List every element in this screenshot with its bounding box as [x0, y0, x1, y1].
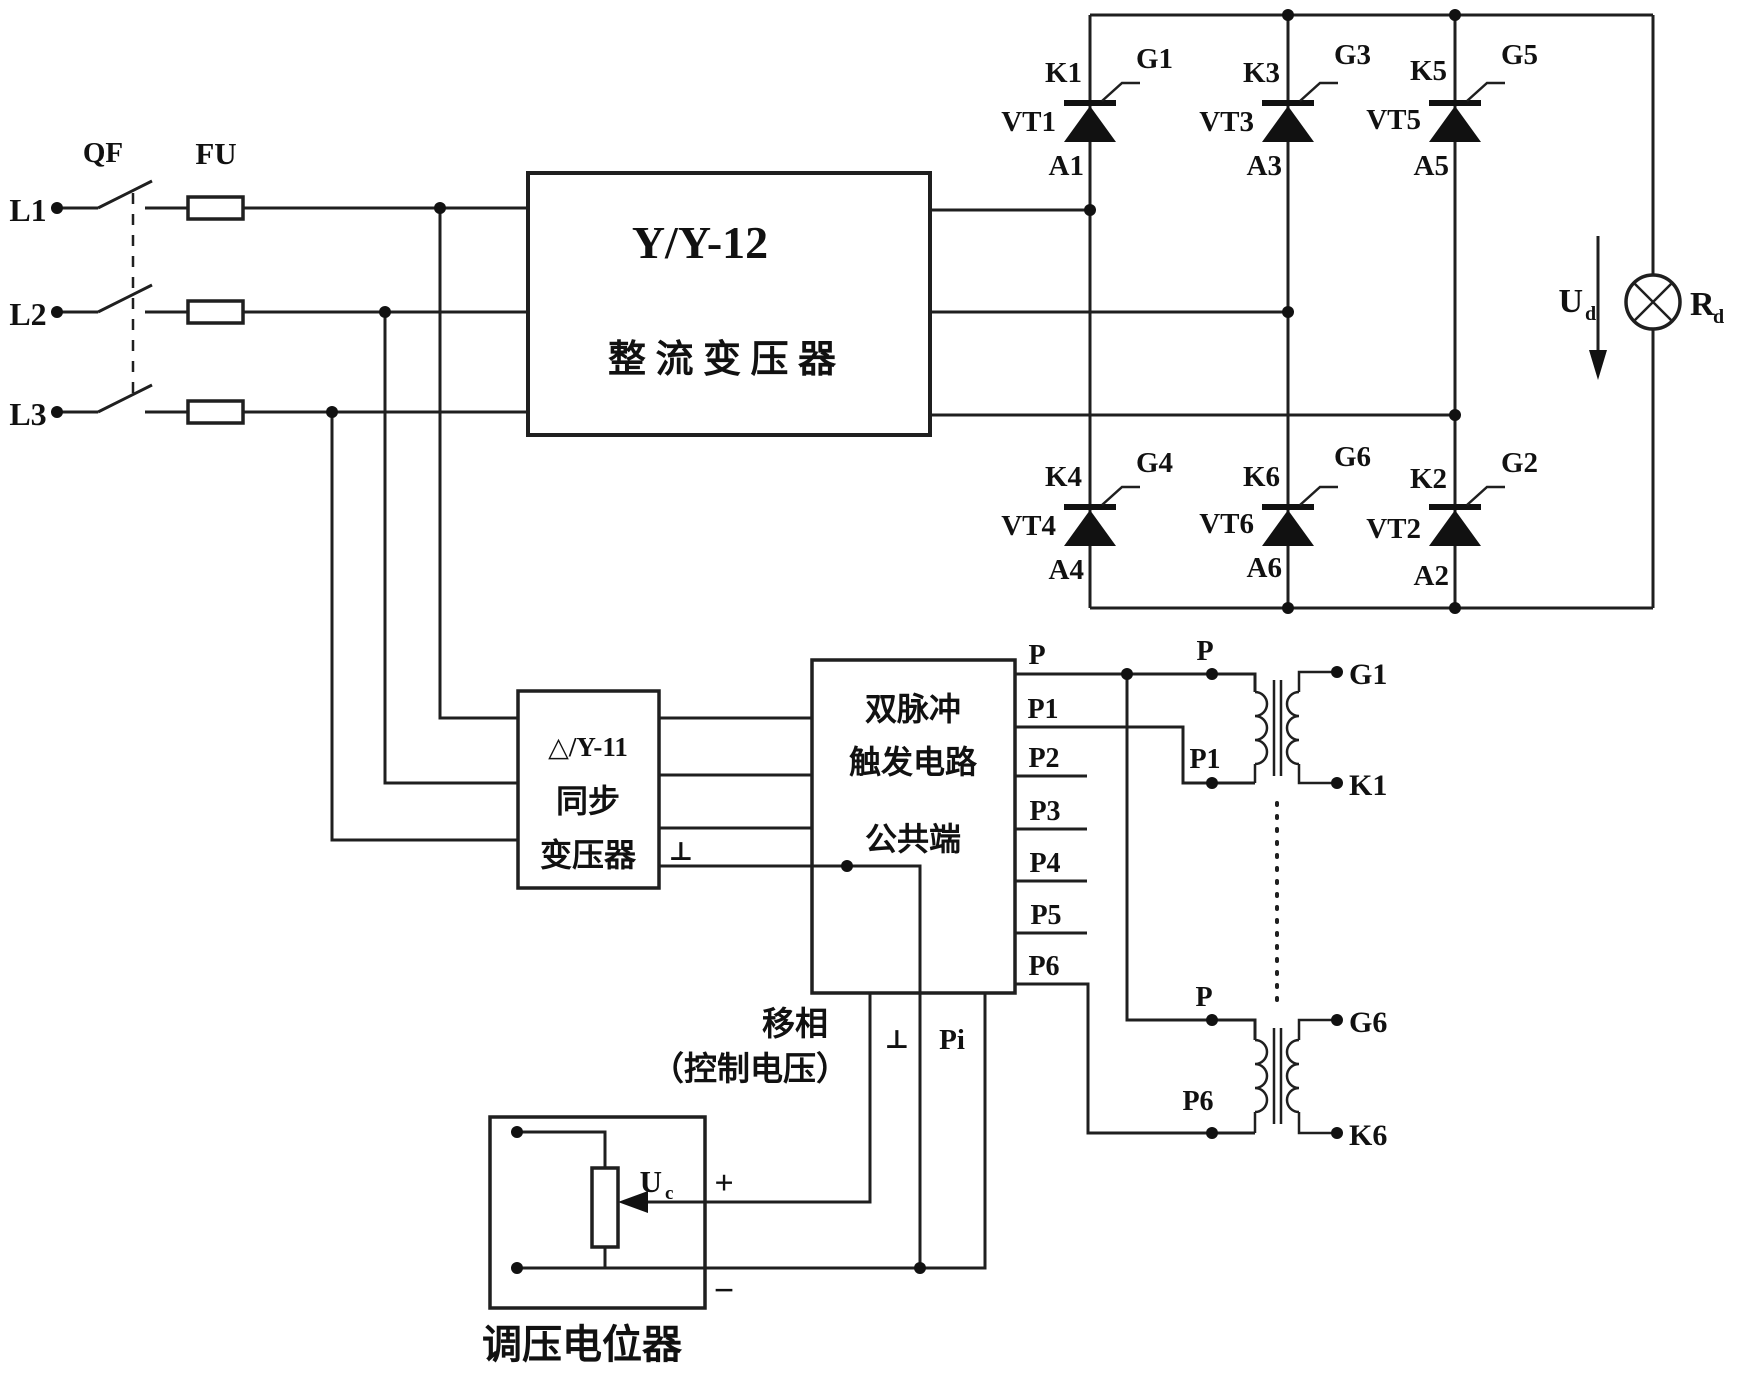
pi-label: Pi [939, 1024, 965, 1056]
vt3-k: K3 [1243, 57, 1280, 89]
phase-shift-line2: （控制电压） [651, 1051, 849, 1088]
vt3-name: VT3 [1199, 106, 1254, 138]
vt1-g: G1 [1136, 43, 1173, 75]
trigger-p5-label: P5 [1030, 900, 1061, 931]
pulse-transformer-1 [1253, 666, 1343, 789]
control-wiring [517, 668, 1257, 1274]
vt4-g: G4 [1136, 447, 1173, 479]
potentiometer [511, 1126, 620, 1274]
vt2-k: K2 [1410, 463, 1447, 495]
uc-label: U [640, 1164, 662, 1199]
vt2-name: VT2 [1366, 513, 1421, 545]
trigger-name1: 双脉冲 [865, 691, 961, 727]
breaker-label: QF [83, 137, 123, 169]
vt1-a: A1 [1049, 150, 1084, 182]
vt1-k: K1 [1045, 57, 1082, 89]
trigger-name2: 触发电路 [849, 744, 978, 780]
pt1-k1-label: K1 [1349, 769, 1387, 802]
uc-sub: c [665, 1183, 673, 1204]
pt1-p-label: P [1196, 636, 1213, 667]
plus-label: + [714, 1165, 733, 1202]
sync-transformer-box [516, 689, 661, 890]
rect-transformer-name: 整 流 变 压 器 [608, 339, 837, 381]
trigger-circuit-box [810, 658, 1017, 995]
sync-transformer-name1: 同步 [556, 783, 620, 819]
vt2-a: A2 [1414, 560, 1449, 592]
fuse-label: FU [195, 136, 236, 171]
breaker-blade-3 [97, 383, 153, 414]
trigger-p4-label: P4 [1029, 848, 1060, 879]
breaker-blade-1 [97, 179, 153, 210]
vt6-g: G6 [1334, 441, 1371, 473]
vt6-name: VT6 [1199, 508, 1254, 540]
vt6-a: A6 [1247, 552, 1282, 584]
wiper-arrow [618, 1191, 648, 1213]
minus-label: − [714, 1270, 735, 1310]
potentiometer-label: 调压电位器 [482, 1322, 683, 1367]
vt4-k: K4 [1045, 461, 1082, 493]
trigger-p3-label: P3 [1029, 796, 1060, 827]
common-wire [659, 864, 922, 1269]
sync-transformer-name2: 变压器 [540, 837, 637, 873]
mains-input [51, 179, 528, 842]
vt4-a: A4 [1049, 554, 1084, 586]
rect-transformer-code: Y/Y-12 [632, 217, 768, 268]
vt5-name: VT5 [1366, 104, 1421, 136]
l1-label: L1 [9, 192, 46, 228]
pt2-p-label: P [1195, 982, 1212, 1013]
fuse-3 [186, 399, 245, 425]
fuse-2 [186, 299, 245, 325]
vt6-k: K6 [1243, 461, 1280, 493]
vt1-name: VT1 [1001, 106, 1056, 138]
pt2-g6-label: G6 [1349, 1006, 1387, 1039]
thyristor-bridge [930, 9, 1682, 614]
trigger-p-label: P [1028, 640, 1045, 671]
sync-ground-symbol: ⊥ [669, 837, 694, 866]
pt1-p1-label: P1 [1189, 744, 1220, 775]
vt4-name: VT4 [1001, 510, 1056, 542]
pt2-p6-label: P6 [1182, 1086, 1213, 1117]
ground-symbol: ⊥ [885, 1025, 910, 1054]
trigger-p1-label: P1 [1027, 694, 1058, 725]
ud-sub: d [1585, 303, 1596, 325]
breaker-blade-2 [97, 283, 153, 314]
phase-shift-line1: 移相 [762, 1006, 828, 1043]
vt3-g: G3 [1334, 39, 1371, 71]
fuse-1 [186, 195, 245, 221]
l2-label: L2 [9, 296, 46, 332]
l3-label: L3 [9, 396, 46, 432]
pt1-g1-label: G1 [1349, 658, 1387, 691]
vt5-k: K5 [1410, 55, 1447, 87]
pt2-k6-label: K6 [1349, 1119, 1387, 1152]
rd-label: R [1690, 286, 1715, 323]
ud-label: U [1558, 283, 1583, 320]
vt3-a: A3 [1247, 150, 1282, 182]
potentiometer-resistor [590, 1166, 620, 1249]
sync-transformer-code: △/Y-11 [548, 732, 628, 762]
trigger-name3: 公共端 [865, 821, 961, 857]
vt5-a: A5 [1414, 150, 1449, 182]
vt2-g: G2 [1501, 447, 1538, 479]
rd-sub: d [1713, 306, 1724, 328]
vt5-g: G5 [1501, 39, 1538, 71]
trigger-p6-label: P6 [1028, 951, 1059, 982]
pulse-transformer-2 [1253, 1014, 1343, 1139]
rectifier-transformer-box [526, 171, 932, 437]
trigger-p2-label: P2 [1028, 743, 1059, 774]
thyristor-symbols [1064, 81, 1505, 546]
